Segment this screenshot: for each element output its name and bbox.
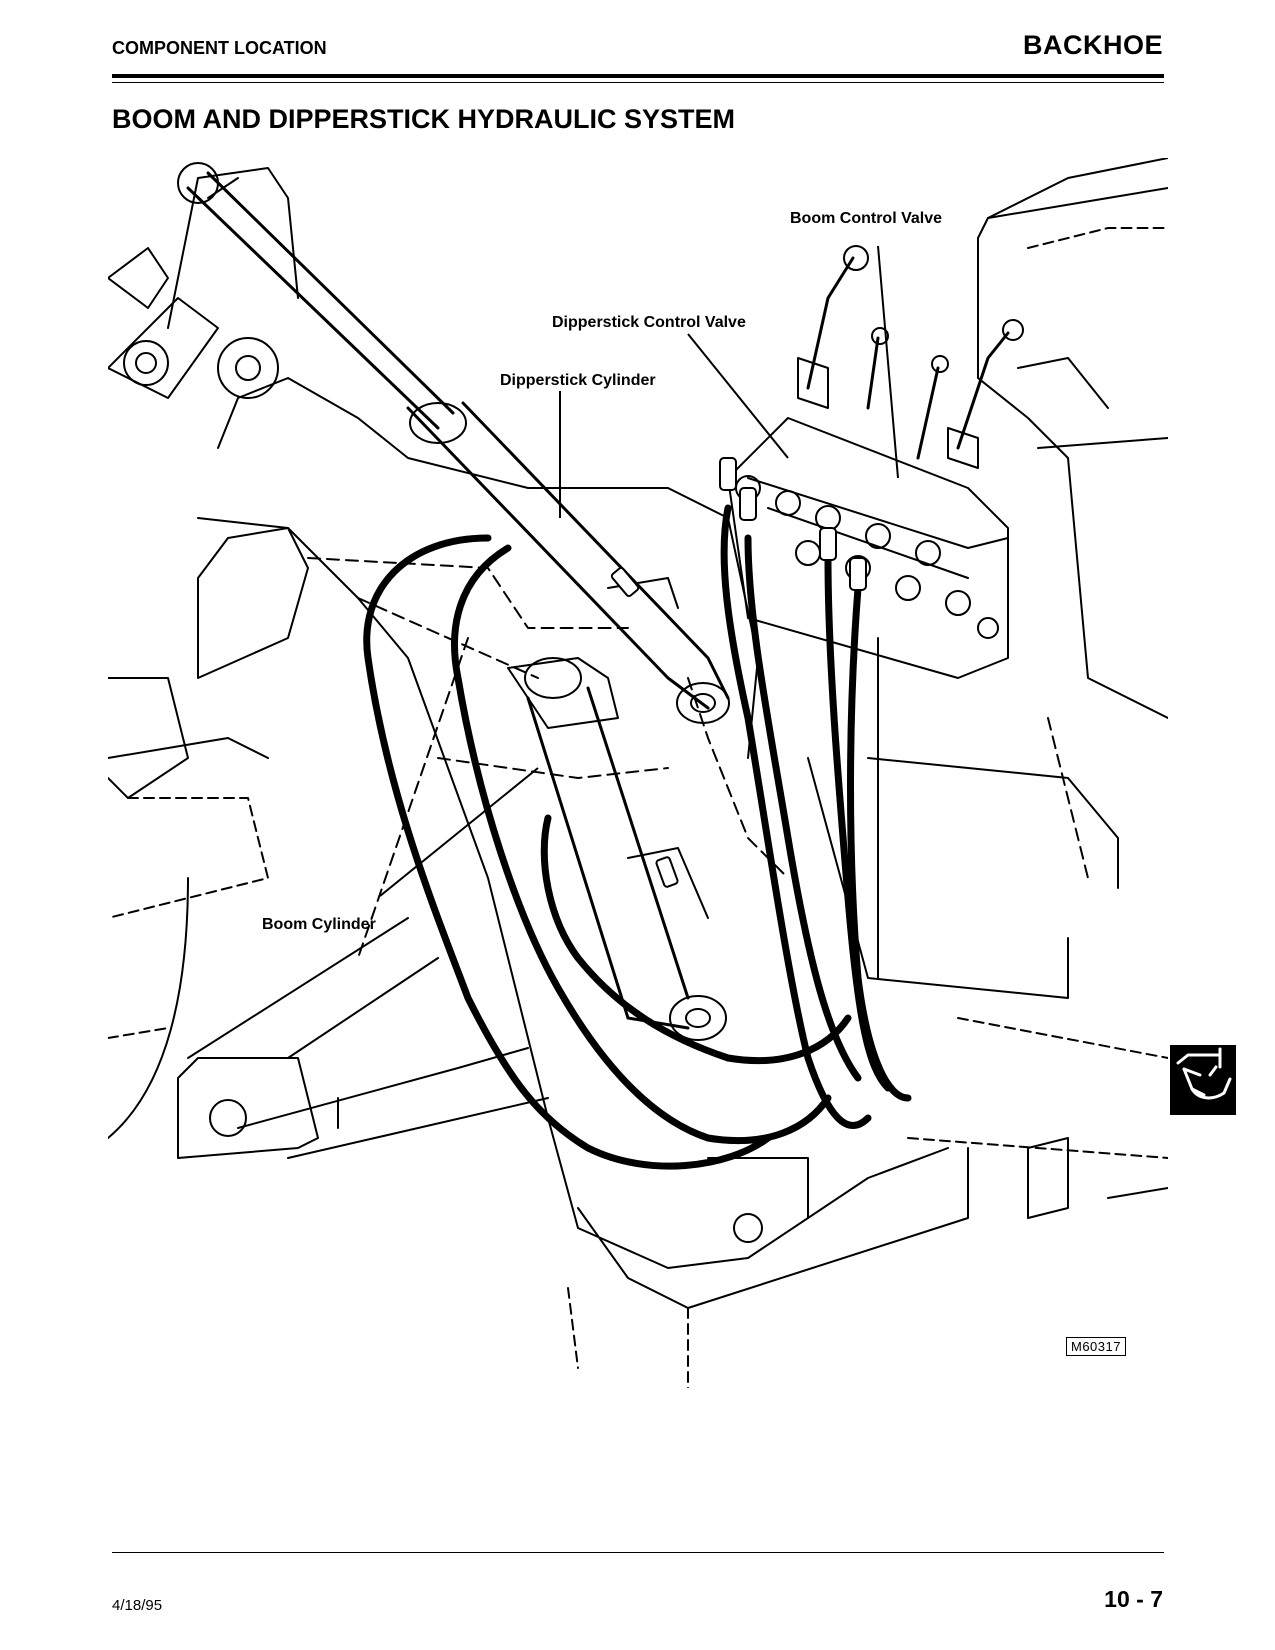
- label-boom-control-valve: Boom Control Valve: [790, 210, 943, 227]
- label-dipperstick-cylinder: Dipperstick Cylinder: [500, 372, 656, 389]
- label-dipperstick-control-valve: Dipperstick Control Valve: [552, 314, 746, 331]
- header-rule-thin: [112, 82, 1164, 83]
- chapter-header: BACKHOE: [1022, 30, 1163, 60]
- figure-id: M60317: [1066, 1337, 1126, 1356]
- section-tab: [1170, 1045, 1236, 1115]
- page-number: 10 - 7: [1104, 1586, 1163, 1612]
- hydraulic-system-illustration: [108, 158, 1168, 1388]
- footer-date: 4/18/95: [112, 1597, 163, 1614]
- header-rule-thick: [112, 74, 1164, 78]
- backhoe-bucket-icon: [1176, 1047, 1232, 1100]
- label-boom-cylinder: Boom Cylinder: [262, 916, 376, 933]
- page-title: BOOM AND DIPPERSTICK HYDRAULIC SYSTEM: [112, 104, 736, 134]
- footer-rule: [112, 1552, 1164, 1553]
- section-header: COMPONENT LOCATION: [112, 38, 327, 58]
